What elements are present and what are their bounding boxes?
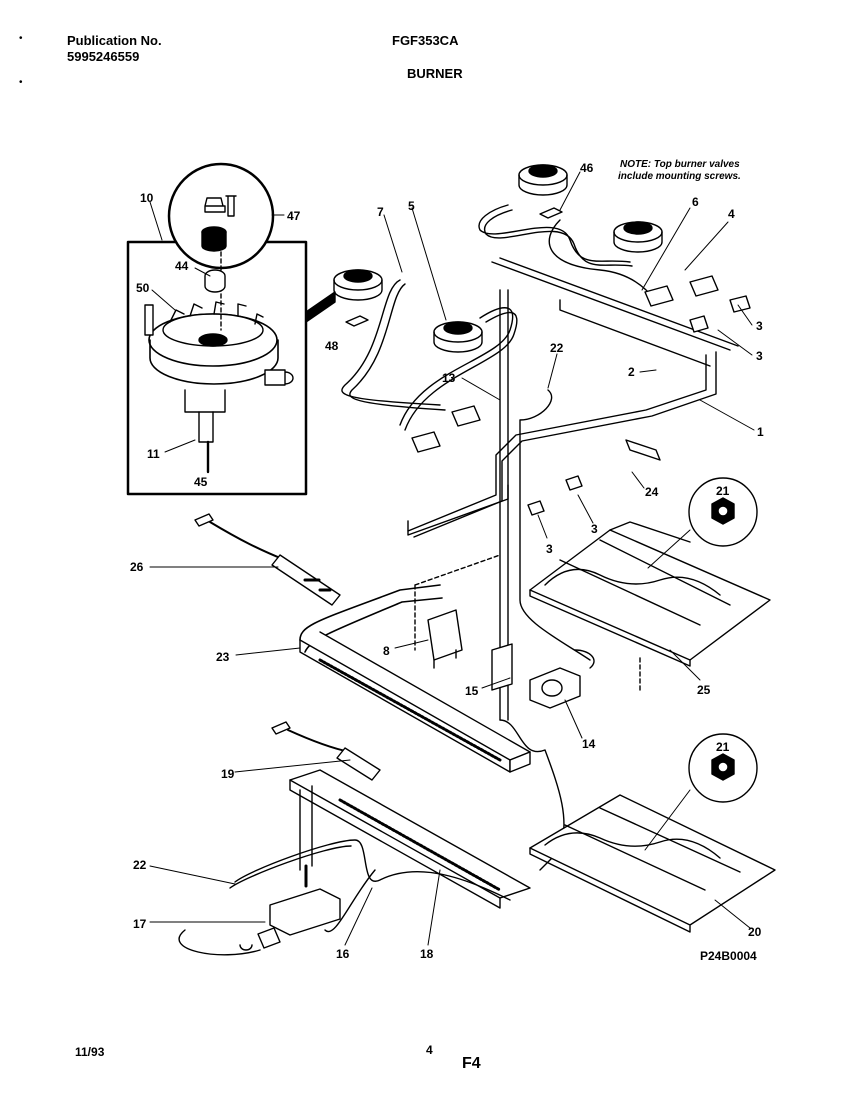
leader-lines: [149, 171, 755, 946]
publication-number: 5995246559: [67, 49, 140, 64]
section-title: BURNER: [407, 66, 463, 81]
callout-15: 15: [465, 684, 479, 698]
nut-21-upper: [688, 477, 758, 547]
manifold-pipe: [407, 257, 739, 538]
note-line-2: include mounting screws.: [618, 171, 741, 182]
callout-47: 47: [287, 209, 301, 223]
publication-label: Publication No.: [67, 33, 162, 48]
callout-19: 19: [221, 767, 235, 781]
safety-valve-17: [178, 719, 565, 956]
callout-1: 1: [757, 425, 764, 439]
model-number: FGF353CA: [392, 33, 459, 48]
broil-burner-18: [289, 769, 531, 909]
ignitor-19: [271, 721, 381, 781]
callout-7: 7: [377, 205, 384, 219]
margin-mark-bottom: •: [19, 77, 23, 88]
callout-3a: 3: [756, 319, 763, 333]
valve-left-rear: [451, 405, 481, 427]
callout-2: 2: [628, 365, 635, 379]
bracket-48: [345, 315, 369, 327]
callout-6: 6: [692, 195, 699, 209]
screw-part: [225, 195, 237, 217]
gas-tubing: [341, 204, 656, 431]
callout-14: 14: [582, 737, 596, 751]
callout-48: 48: [325, 339, 339, 353]
callout-50: 50: [136, 281, 150, 295]
callout-4: 4: [728, 207, 735, 221]
valve-right-front: [644, 285, 674, 307]
valve-left-front: [411, 431, 441, 453]
bracket-46: [539, 207, 563, 219]
ignitor-26: [194, 513, 341, 606]
callout-3b: 3: [756, 349, 763, 363]
footer-figure: F4: [462, 1055, 481, 1072]
oven-valve-14: [529, 649, 595, 709]
footer-page: 4: [426, 1043, 433, 1057]
drawing-id: P24B0004: [700, 949, 757, 963]
top-burner-front-right: [613, 221, 663, 253]
valve-right-rear: [689, 275, 719, 297]
screw-cap-part: [204, 197, 226, 213]
margin-mark-top: •: [19, 33, 23, 44]
inset-pointer-arrow: [305, 291, 336, 323]
burner-inset-detail: [126, 162, 308, 496]
heat-shield-20: [529, 794, 776, 933]
callout-24: 24: [645, 485, 659, 499]
callout-5: 5: [408, 199, 415, 213]
callout-20: 20: [748, 925, 762, 939]
callout-8: 8: [383, 644, 390, 658]
nut-21-lower: [688, 733, 758, 803]
callout-23: 23: [216, 650, 230, 664]
callout-11: 11: [147, 447, 160, 461]
callout-10: 10: [140, 191, 154, 205]
callout-44: 44: [175, 259, 189, 273]
callout-3d: 3: [546, 542, 553, 556]
heat-shield-25: [529, 521, 771, 667]
callout-17: 17: [133, 917, 147, 931]
part-15-bracket: [491, 643, 513, 691]
oven-burner-23: [299, 584, 531, 773]
top-burner-rear-right: [518, 164, 568, 196]
top-burner-rear-left: [333, 269, 383, 301]
part-8-bracket: [427, 609, 463, 661]
top-burner-front-left: [433, 321, 483, 353]
note-line-1: NOTE: Top burner valves: [620, 159, 740, 170]
callout-26: 26: [130, 560, 144, 574]
callout-25: 25: [697, 683, 711, 697]
callout-45: 45: [194, 475, 208, 489]
callout-22-bottom: 22: [133, 858, 147, 872]
callout-46: 46: [580, 161, 594, 175]
callout-labels: 10 47 44 50 11 45 46 48 7 5 6 4 3 3 13 2…: [130, 161, 764, 961]
callout-21-upper: 21: [716, 484, 730, 498]
callout-3c: 3: [591, 522, 598, 536]
callout-21-lower: 21: [716, 740, 730, 754]
callout-16: 16: [336, 947, 350, 961]
footer-date: 11/93: [75, 1045, 105, 1059]
callout-22-top: 22: [550, 341, 564, 355]
callout-18: 18: [420, 947, 434, 961]
callout-13: 13: [442, 371, 456, 385]
